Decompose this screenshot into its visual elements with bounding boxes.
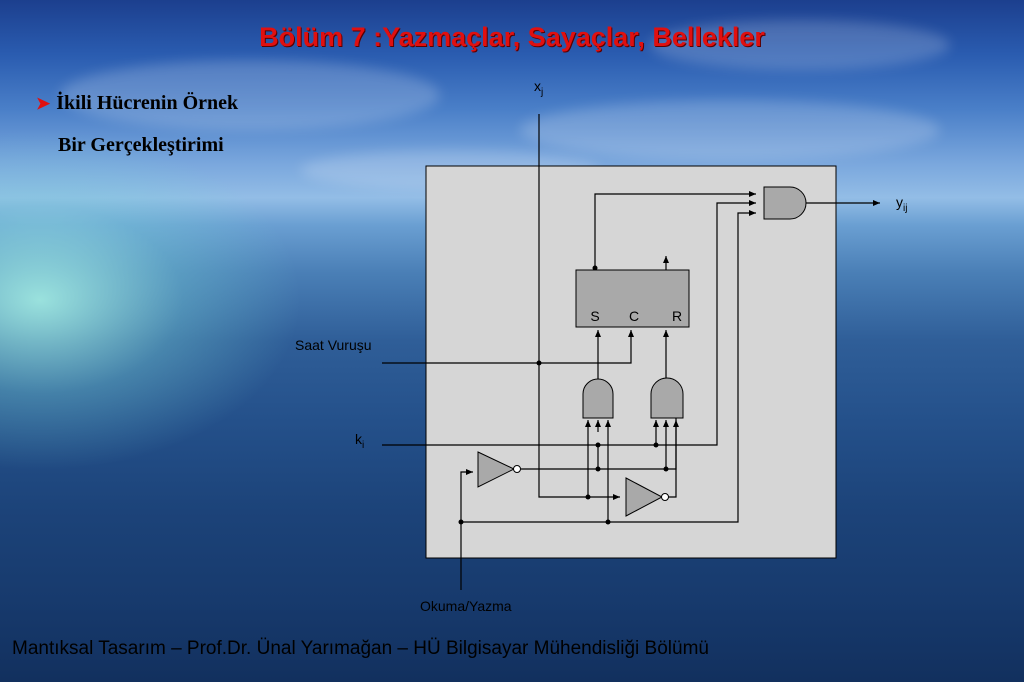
rw-input-wire bbox=[460, 469, 473, 590]
slide-footer: Mantıksal Tasarım – Prof.Dr. Ünal Yarıma… bbox=[12, 638, 709, 659]
inverter-gate-2 bbox=[625, 477, 664, 517]
x-input-label: xj bbox=[534, 78, 543, 98]
clock-wire bbox=[382, 330, 634, 364]
rw-label: Okuma/Yazma bbox=[420, 598, 512, 614]
bullet-item: ➤ İkili Hücrenin Örnek bbox=[36, 92, 238, 115]
latch-r-label: R bbox=[672, 308, 682, 324]
and-gate-reset bbox=[650, 377, 684, 419]
k-input-wire bbox=[382, 200, 756, 446]
bullet-text-line2: Bir Gerçekleştirimi bbox=[58, 134, 224, 156]
inverter-gate-1 bbox=[477, 451, 516, 488]
y-output-label: yij bbox=[896, 194, 907, 214]
and-gate-set bbox=[582, 378, 614, 419]
slide-title: Bölüm 7 :Yazmaçlar, Sayaçlar, Bellekler bbox=[259, 22, 765, 52]
latch-s-label: S bbox=[590, 308, 599, 324]
latch-c-label: C bbox=[629, 308, 639, 324]
latch-output-wire bbox=[594, 191, 756, 268]
sr-latch bbox=[575, 269, 690, 328]
bullet-arrow-icon: ➤ bbox=[36, 94, 51, 113]
and-gate-output bbox=[763, 186, 807, 220]
clock-label: Saat Vuruşu bbox=[295, 337, 372, 353]
x-input-wire bbox=[538, 114, 620, 500]
rw-bottom-wire bbox=[461, 210, 756, 523]
bullet-text-line1: İkili Hücrenin Örnek bbox=[56, 92, 239, 114]
k-input-label: ki bbox=[355, 431, 364, 451]
